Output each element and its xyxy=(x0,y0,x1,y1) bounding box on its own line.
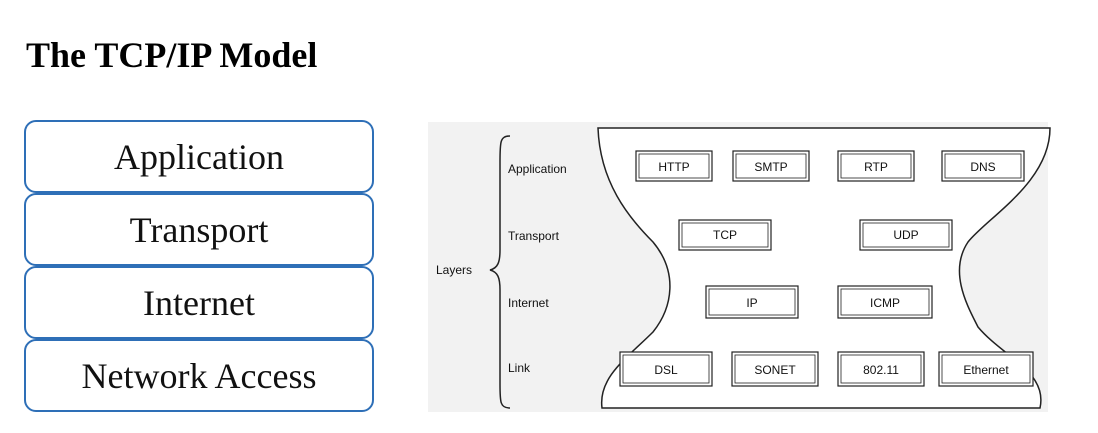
svg-text:SMTP: SMTP xyxy=(754,160,787,174)
layer-application: Application xyxy=(24,120,374,193)
layer-internet: Internet xyxy=(24,266,374,339)
protocol-box-tcp: TCP xyxy=(678,219,772,251)
svg-text:DNS: DNS xyxy=(970,160,995,174)
protocol-box-ip: IP xyxy=(705,285,799,319)
svg-text:UDP: UDP xyxy=(893,228,918,242)
panel-edge xyxy=(1048,122,1058,412)
svg-text:SONET: SONET xyxy=(754,363,796,377)
protocol-box-ethernet: Ethernet xyxy=(938,351,1034,387)
hourglass-svg: Layers Application Transport Internet Li… xyxy=(428,122,1058,412)
hourglass-shape xyxy=(597,127,1051,409)
row-label-transport: Transport xyxy=(508,229,560,243)
page-title: The TCP/IP Model xyxy=(26,35,318,75)
row-label-application: Application xyxy=(508,162,567,176)
protocol-box-rtp: RTP xyxy=(837,150,915,182)
layers-brace xyxy=(489,135,511,409)
row-label-internet: Internet xyxy=(508,296,549,310)
svg-text:IP: IP xyxy=(746,296,757,310)
svg-text:TCP: TCP xyxy=(713,228,737,242)
layer-transport: Transport xyxy=(24,193,374,266)
layers-label: Layers xyxy=(436,263,472,277)
svg-text:DSL: DSL xyxy=(654,363,678,377)
protocol-box-sonet: SONET xyxy=(731,351,819,387)
svg-text:ICMP: ICMP xyxy=(870,296,900,310)
protocol-hourglass-diagram: Layers Application Transport Internet Li… xyxy=(428,122,1058,412)
protocol-box-icmp: ICMP xyxy=(837,285,933,319)
protocol-box-80211: 802.11 xyxy=(837,351,925,387)
row-label-link: Link xyxy=(508,361,531,375)
layer-stack: Application Transport Internet Network A… xyxy=(24,120,374,412)
protocol-box-dns: DNS xyxy=(941,150,1025,182)
svg-text:802.11: 802.11 xyxy=(863,363,899,377)
protocol-box-udp: UDP xyxy=(859,219,953,251)
protocol-box-dsl: DSL xyxy=(619,351,713,387)
svg-text:RTP: RTP xyxy=(864,160,888,174)
svg-text:Ethernet: Ethernet xyxy=(963,363,1009,377)
protocol-box-smtp: SMTP xyxy=(732,150,810,182)
protocol-box-http: HTTP xyxy=(635,150,713,182)
svg-text:HTTP: HTTP xyxy=(658,160,689,174)
layer-network-access: Network Access xyxy=(24,339,374,412)
